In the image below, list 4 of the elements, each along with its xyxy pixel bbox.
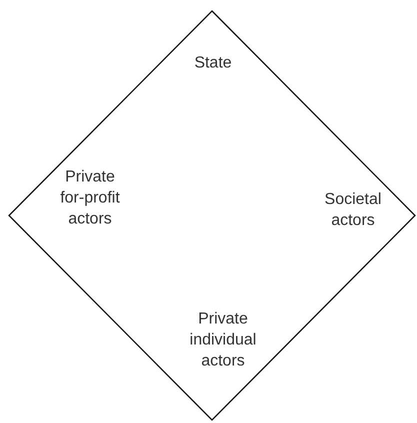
actor-label: Private for-profit actors [59, 168, 121, 230]
actor-label: Private individual actors [188, 310, 258, 372]
actor-label: Societal actors [324, 190, 382, 231]
actor-label: State [193, 54, 233, 74]
